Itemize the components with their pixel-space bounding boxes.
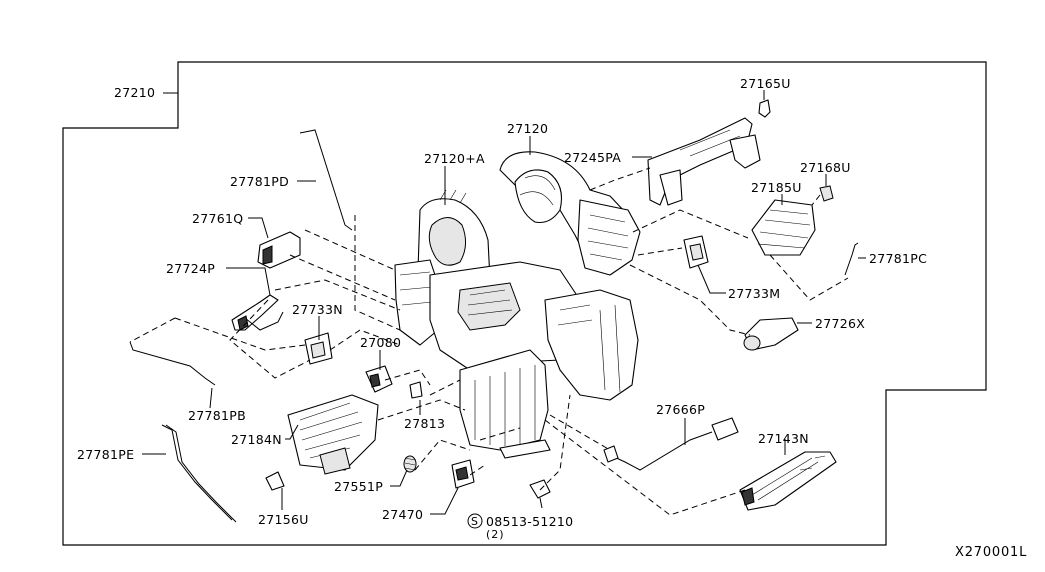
label-27470: 27470 xyxy=(382,507,423,522)
label-08513-51210: 08513-51210 xyxy=(486,514,573,529)
rod-27781PE xyxy=(161,424,237,523)
label-27168U: 27168U xyxy=(800,160,851,175)
diagram-id: X270001L xyxy=(955,545,1027,560)
heater-core-27184N xyxy=(287,394,379,475)
actuator-27080 xyxy=(365,365,393,393)
label-27245PA: 27245PA xyxy=(564,150,621,165)
assembly-guide-lines xyxy=(129,167,849,516)
pin-27813 xyxy=(409,381,423,399)
screw-callout: S 08513-51210 (2) xyxy=(467,513,573,541)
label-27165U: 27165U xyxy=(740,76,791,91)
label-27761Q: 27761Q xyxy=(192,211,243,226)
screw-symbol-letter: S xyxy=(471,515,479,528)
label-27156U: 27156U xyxy=(258,512,309,527)
harness-27724P xyxy=(231,294,284,331)
screw-08513-51210 xyxy=(529,479,551,509)
label-27666P: 27666P xyxy=(656,402,705,417)
clip-27165U xyxy=(758,99,771,118)
label-27781PC: 27781PC xyxy=(869,251,927,266)
label-27120A: 27120+A xyxy=(424,151,485,166)
label-qty-2: (2) xyxy=(486,528,505,541)
label-27551P: 27551P xyxy=(334,479,383,494)
label-27185U: 27185U xyxy=(751,180,802,195)
connector-27470 xyxy=(451,459,475,489)
label-27733N: 27733N xyxy=(292,302,343,317)
label-27781PE: 27781PE xyxy=(77,447,134,462)
label-27210: 27210 xyxy=(114,85,155,100)
screw-symbol-icon xyxy=(467,513,483,529)
label-27781PB: 27781PB xyxy=(188,408,246,423)
label-27143N: 27143N xyxy=(758,431,809,446)
label-27080: 27080 xyxy=(360,335,401,350)
switch-27761Q xyxy=(257,231,301,269)
clip-27156U xyxy=(265,471,285,491)
rod-27781PB xyxy=(129,341,216,386)
part-labels: 27210 27165U 27120 27120+A 27245PA 27168… xyxy=(77,76,1027,560)
duct-27245PA xyxy=(647,117,761,206)
rod-27781PD xyxy=(299,129,353,231)
harness-27666P xyxy=(603,417,739,471)
filter-cover-27185U xyxy=(751,199,816,256)
heater-case-27120 xyxy=(394,151,641,459)
assembly-frame xyxy=(62,61,987,546)
label-27813: 27813 xyxy=(404,416,445,431)
label-27184N: 27184N xyxy=(231,432,282,447)
leader-lines xyxy=(142,90,866,515)
sensor-27726X xyxy=(743,317,799,351)
label-27781PD: 27781PD xyxy=(230,174,289,189)
label-27733M: 27733M xyxy=(728,286,780,301)
duct-27143N xyxy=(739,451,837,511)
label-27724P: 27724P xyxy=(166,261,215,276)
label-27726X: 27726X xyxy=(815,316,865,331)
clip-27168U xyxy=(819,185,834,202)
label-27120: 27120 xyxy=(507,121,548,136)
actuator-27733N xyxy=(304,332,333,365)
actuator-27733M xyxy=(683,235,709,269)
rod-27781PC xyxy=(844,242,859,276)
spring-27551P xyxy=(403,455,417,473)
